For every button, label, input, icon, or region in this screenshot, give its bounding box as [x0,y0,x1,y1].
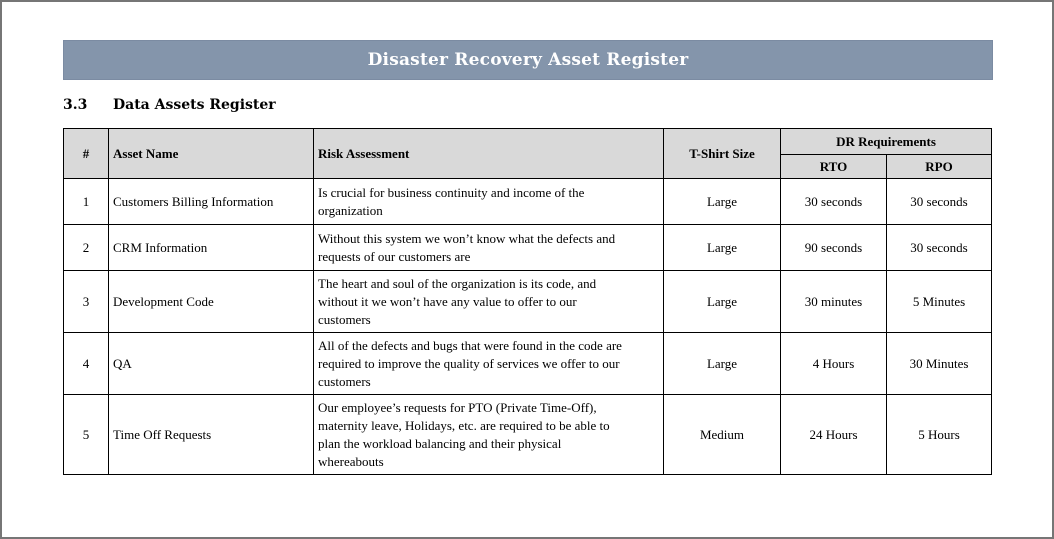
title-banner: Disaster Recovery Asset Register [63,40,993,80]
section-heading: 3.3 Data Assets Register [63,97,276,113]
cell-tshirt-size: Medium [663,394,781,475]
data-assets-table: # Asset Name Risk Assessment T-Shirt Siz… [63,128,992,475]
cell-rpo: 5 Minutes [886,270,992,333]
column-header-risk-assessment: Risk Assessment [313,128,664,179]
column-header-rpo: RPO [886,154,992,179]
cell-num: 1 [63,178,109,225]
cell-asset-name: Time Off Requests [108,394,314,475]
cell-risk-assessment: Without this system we won’t know what t… [313,224,664,271]
column-header-num: # [63,128,109,179]
table-header: # Asset Name Risk Assessment T-Shirt Siz… [63,128,992,179]
cell-rto: 24 Hours [780,394,887,475]
section-title: Data Assets Register [113,97,276,113]
document-title: Disaster Recovery Asset Register [367,50,689,70]
cell-risk-assessment: Our employee’s requests for PTO (Private… [313,394,664,475]
cell-rto: 30 minutes [780,270,887,333]
cell-rpo: 30 Minutes [886,332,992,395]
cell-tshirt-size: Large [663,178,781,225]
table-row: 2 CRM Information Without this system we… [63,224,992,271]
cell-num: 3 [63,270,109,333]
cell-rpo: 30 seconds [886,224,992,271]
cell-tshirt-size: Large [663,224,781,271]
cell-asset-name: QA [108,332,314,395]
cell-num: 4 [63,332,109,395]
header-row-top: # Asset Name Risk Assessment T-Shirt Siz… [63,128,992,179]
cell-tshirt-size: Large [663,332,781,395]
column-header-rto: RTO [780,154,887,179]
column-header-tshirt-size: T-Shirt Size [663,128,781,179]
cell-rto: 30 seconds [780,178,887,225]
cell-rto: 4 Hours [780,332,887,395]
table-body: 1 Customers Billing Information Is cruci… [63,178,992,475]
header-row-sub: RTO RPO [64,154,992,179]
table-row: 3 Development Code The heart and soul of… [63,270,992,333]
column-header-dr-requirements: DR Requirements [780,128,992,155]
cell-num: 2 [63,224,109,271]
cell-num: 5 [63,394,109,475]
cell-risk-assessment: Is crucial for business continuity and i… [313,178,664,225]
table-row: 4 QA All of the defects and bugs that we… [63,332,992,395]
cell-rpo: 5 Hours [886,394,992,475]
table-row: 1 Customers Billing Information Is cruci… [63,178,992,225]
cell-asset-name: Customers Billing Information [108,178,314,225]
section-number: 3.3 [63,97,88,113]
cell-asset-name: CRM Information [108,224,314,271]
cell-asset-name: Development Code [108,270,314,333]
column-header-asset-name: Asset Name [108,128,314,179]
cell-risk-assessment: The heart and soul of the organization i… [313,270,664,333]
cell-rto: 90 seconds [780,224,887,271]
cell-rpo: 30 seconds [886,178,992,225]
table-row: 5 Time Off Requests Our employee’s reque… [63,394,992,475]
cell-tshirt-size: Large [663,270,781,333]
cell-risk-assessment: All of the defects and bugs that were fo… [313,332,664,395]
